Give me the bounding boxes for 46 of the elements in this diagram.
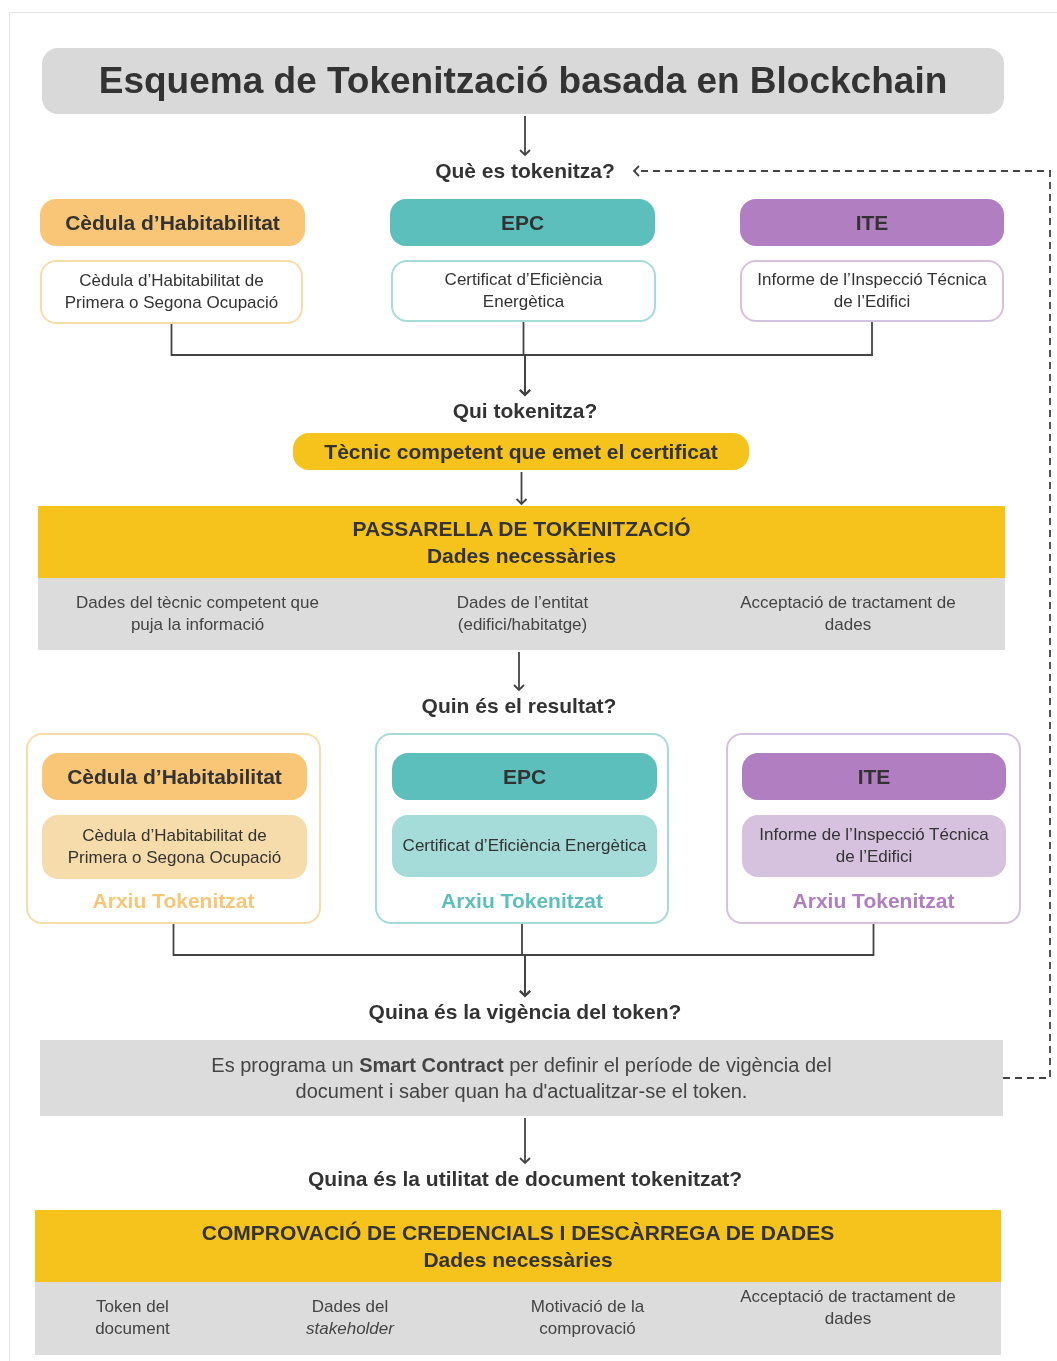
category-pill: Cèdula d’Habitabilitat <box>42 753 307 800</box>
arrow <box>519 1117 531 1164</box>
category-pill: ITE <box>740 199 1004 246</box>
contract-box: Es programa un Smart Contract per definir el període de vigència del document i saber quan ha d'actualitzar-se el token. <box>40 1040 1003 1116</box>
arrow <box>519 923 875 997</box>
category-pill: EPC <box>390 199 655 246</box>
category-pill: ITE <box>742 753 1006 800</box>
result-card <box>726 733 1021 924</box>
description-box: Cèdula d’Habitabilitat de Primera o Segona Ocupació <box>42 815 307 879</box>
question-text: Quina és la utilitat de document tokenitzat? <box>250 1165 800 1193</box>
question-text: Qui tokenitza? <box>420 397 630 425</box>
panel-heading: PASSARELLA DE TOKENITZACIÓ <box>352 516 691 542</box>
category-pill: Cèdula d’Habitabilitat <box>40 199 305 246</box>
answer-pill: Tècnic competent que emet el certificat <box>293 433 749 470</box>
dashed-arrow <box>633 165 1051 1079</box>
description-box: Cèdula d’Habitabilitat de Primera o Segona Ocupació <box>40 260 303 324</box>
arrow <box>513 651 525 691</box>
data-field-text: Acceptació de tractament de dades <box>740 1286 956 1331</box>
data-field-text: Acceptació de tractament de dades <box>740 592 956 637</box>
description-box: Informe de l’Inspecció Técnica de l’Edifici <box>742 815 1006 877</box>
description-box: Certificat d’Eficiència Energètica <box>391 260 656 322</box>
question-text: Quina és la vigència del token? <box>330 998 720 1026</box>
title-banner: Esquema de Tokenització basada en Blockchain <box>42 48 1004 114</box>
data-field-text: Dades del tècnic competent que puja la informació <box>75 592 320 637</box>
data-panel <box>38 506 1005 650</box>
data-field-text: Dades del stakeholder <box>305 1296 396 1341</box>
data-field-text: Dades de l’entitat (edifici/habitatge) <box>455 592 590 637</box>
description-box: Informe de l’Inspecció Técnica de l’Edifici <box>740 260 1004 322</box>
description-box: Certificat d’Eficiència Energètica <box>392 815 657 877</box>
panel-subheading: Dades necessàries <box>426 543 617 569</box>
arrow <box>519 115 531 156</box>
result-card <box>375 733 669 924</box>
question-text: Quin és el resultat? <box>395 692 643 720</box>
data-panel <box>35 1210 1001 1355</box>
arrow <box>515 471 528 505</box>
arrow <box>519 321 873 396</box>
panel-heading: COMPROVACIÓ DE CREDENCIALS I DESCÀRREGA DE DADES <box>201 1220 835 1246</box>
question-text: Què es tokenitza? <box>410 157 640 185</box>
file-status-text: Arxiu Tokenitzat <box>792 887 955 914</box>
category-pill: EPC <box>392 753 657 800</box>
data-field-text: Motivació de la comprovació <box>529 1296 646 1341</box>
panel-subheading: Dades necessàries <box>423 1247 613 1273</box>
file-status-text: Arxiu Tokenitzat <box>441 887 603 914</box>
result-card <box>26 733 321 924</box>
data-field-text: Token del document <box>94 1296 171 1341</box>
file-status-text: Arxiu Tokenitzat <box>92 887 255 914</box>
